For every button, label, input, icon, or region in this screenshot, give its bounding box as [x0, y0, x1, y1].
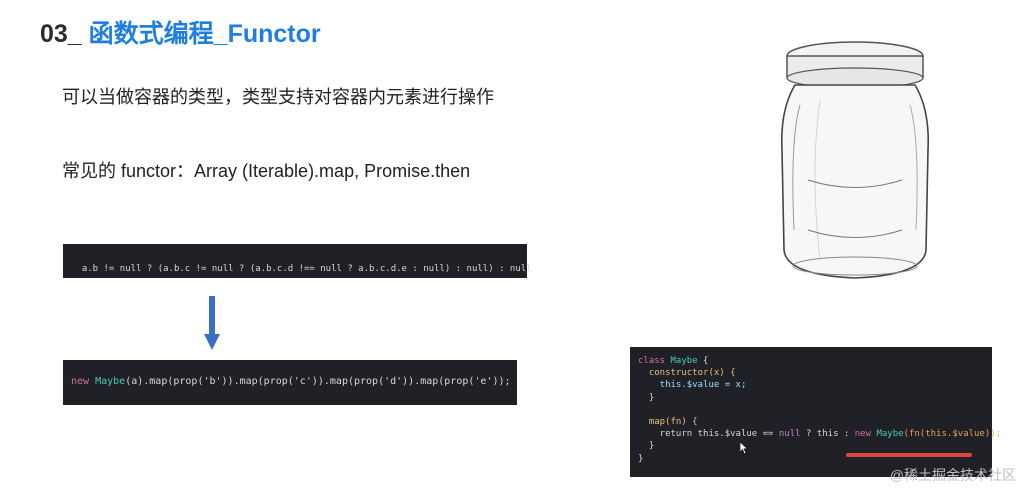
code-keyword: new [71, 376, 90, 387]
code-line-close: } [638, 392, 655, 403]
description-line: 可以当做容器的类型，类型支持对容器内元素进行操作 [62, 87, 494, 107]
code-class-name: Maybe [670, 356, 698, 366]
code-text: { [697, 356, 709, 366]
functor-examples-line: 常见的 functor：Array (Iterable).map, Promis… [62, 161, 471, 181]
mason-jar-illustration [780, 41, 930, 279]
arrow-down-icon [204, 296, 220, 350]
null-check-code-block: a.b != null ? (a.b.c != null ? (a.b.c.d … [63, 244, 532, 278]
code-line-return-c: (fn(this.$value)); [903, 429, 1002, 440]
code-maybe: Maybe [871, 429, 904, 440]
mouse-cursor-icon [740, 442, 748, 454]
code-line-assign: this.$value = x; [638, 380, 747, 391]
code-class-name: Maybe [95, 376, 126, 387]
code-new: new [854, 429, 872, 440]
code-line-return-b: ? this : [800, 429, 855, 440]
code-line-close3: } [638, 453, 644, 464]
code-null: null [778, 429, 801, 440]
slide-title-text: 函数式编程_Functor [88, 20, 321, 48]
maybe-class-code-block: class Maybe { constructor(x) { this.$val… [630, 347, 1001, 477]
code-chain-rest: (a).map(prop('b')).map(prop('c')).map(pr… [125, 376, 511, 387]
null-check-code-text: a.b != null ? (a.b.c != null ? (a.b.c.d … [81, 264, 532, 274]
watermark: @稀土掘金技术社区 [889, 467, 1016, 483]
code-line-return-a: return this.$value == [638, 429, 779, 440]
code-line-map: map(fn) { [638, 417, 698, 428]
slide-title: 03_ 函数式编程_Functor [40, 14, 321, 50]
code-line-constructor: constructor(x) { [638, 368, 736, 379]
code-keyword: class [638, 356, 666, 366]
maybe-chain-code-block: new Maybe(a).map(prop('b')).map(prop('c'… [63, 360, 517, 405]
code-line-close2: } [638, 441, 655, 452]
slide-number: 03_ [40, 20, 82, 48]
highlight-underline [846, 453, 972, 457]
